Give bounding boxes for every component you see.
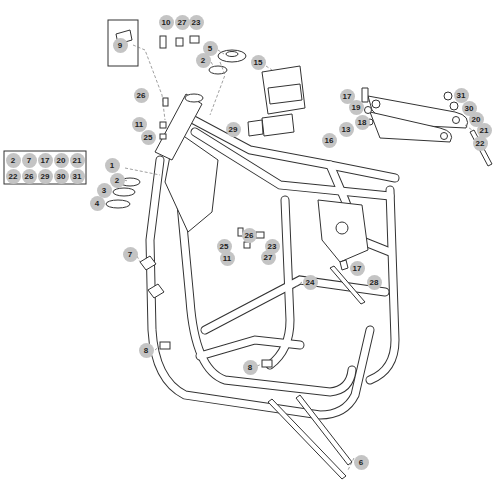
leader-line <box>292 282 302 290</box>
leader-line <box>465 125 472 130</box>
callout-number: 26 <box>242 228 257 243</box>
callout-number: 29 <box>38 169 53 184</box>
leader-line <box>348 458 354 470</box>
part-5 <box>218 50 246 62</box>
callout-number: 17 <box>38 153 53 168</box>
swingarm-pivot-plate <box>318 200 368 262</box>
pivot-hole <box>336 222 348 234</box>
head-tube <box>155 94 202 160</box>
part-15 <box>262 66 305 114</box>
callout-number: 26 <box>134 88 149 103</box>
callout-number: 18 <box>355 115 370 130</box>
leader-line <box>266 66 272 70</box>
callout-number: 27 <box>175 15 190 30</box>
leader-line <box>124 180 128 181</box>
mount-8 <box>160 342 170 349</box>
bolt-7 <box>140 256 156 270</box>
callout-number: 29 <box>226 122 241 137</box>
washer-19 <box>365 107 372 114</box>
callout-number: 10 <box>159 15 174 30</box>
washer-30 <box>450 102 458 110</box>
head-tube-top <box>185 94 203 102</box>
mount-8 <box>262 360 272 367</box>
callout-number: 7 <box>123 247 138 262</box>
frame-parts <box>106 20 492 479</box>
callout-number: 24 <box>303 275 318 290</box>
clip-23 <box>190 36 199 43</box>
kit-box <box>4 151 86 184</box>
tube-fill <box>150 118 395 415</box>
hole <box>441 133 448 140</box>
part-16 <box>262 114 294 136</box>
clip-23 <box>256 232 264 238</box>
tube <box>200 340 300 356</box>
callout-number: 31 <box>70 169 85 184</box>
callout-number: 1 <box>105 158 120 173</box>
callout-number: 21 <box>70 153 85 168</box>
callout-number: 8 <box>139 343 154 358</box>
leader-line <box>155 346 160 350</box>
bolt-26 <box>163 98 168 106</box>
nut-11 <box>160 122 166 128</box>
callout-number: 27 <box>261 250 276 265</box>
callout-number: 11 <box>132 117 147 132</box>
callout-number: 31 <box>454 88 469 103</box>
washer-25 <box>160 134 166 139</box>
bolt-17 <box>340 260 348 270</box>
callout-number: 4 <box>90 196 105 211</box>
nut-11 <box>244 242 250 248</box>
callout-number: 17 <box>350 261 365 276</box>
seal-4 <box>106 200 130 208</box>
hole <box>453 117 460 124</box>
callout-number: 13 <box>339 122 354 137</box>
callout-number: 22 <box>6 169 21 184</box>
leader-line <box>257 364 262 366</box>
tube-outline <box>150 118 395 415</box>
bolt-10 <box>160 36 166 48</box>
leader-line <box>125 168 160 175</box>
callout-number: 26 <box>22 169 37 184</box>
callout-number: 23 <box>189 15 204 30</box>
callout-number: 30 <box>54 169 69 184</box>
callout-number: 28 <box>367 275 382 290</box>
leader-line <box>210 62 225 115</box>
callout-number: 7 <box>22 153 37 168</box>
callout-number: 15 <box>251 55 266 70</box>
leader-lines <box>124 45 472 470</box>
callout-number: 6 <box>354 455 369 470</box>
part-13 <box>268 84 302 104</box>
nut-27 <box>176 38 183 46</box>
callout-number: 20 <box>54 153 69 168</box>
bolt-6 <box>296 395 352 465</box>
race-3 <box>113 188 135 196</box>
callout-number: 22 <box>473 136 488 151</box>
bolt-7 <box>148 284 164 298</box>
tube <box>205 280 385 330</box>
leader-line <box>211 62 214 67</box>
callout-number: 11 <box>220 251 235 266</box>
callout-number: 25 <box>141 130 156 145</box>
callout-number: 16 <box>322 133 337 148</box>
part-29 <box>248 120 263 136</box>
bolt-17 <box>362 88 368 102</box>
tube <box>195 132 390 196</box>
callout-number: 2 <box>196 53 211 68</box>
leader-line <box>133 45 165 120</box>
callout-number: 8 <box>243 360 258 375</box>
callout-number: 2 <box>110 173 125 188</box>
callout-number: 9 <box>113 38 128 53</box>
callout-number: 2 <box>6 153 21 168</box>
hole <box>372 100 380 108</box>
callout-number: 19 <box>349 100 364 115</box>
tube <box>195 132 390 196</box>
leader-line <box>218 50 224 54</box>
nut-31 <box>444 92 452 100</box>
part-5-hole <box>226 52 238 57</box>
subframe-arm-20 <box>370 112 452 142</box>
tube <box>205 280 385 330</box>
kit-frame-9 <box>108 20 138 66</box>
